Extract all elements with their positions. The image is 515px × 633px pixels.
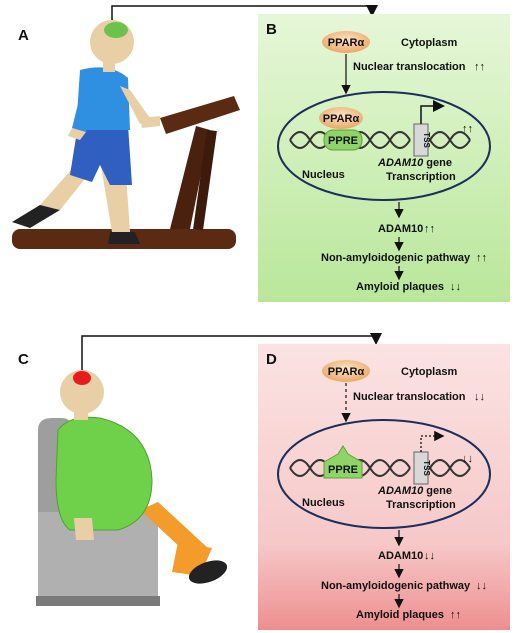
plaques-arrows: ↓↓ [450,281,461,293]
panel-c-label: C [18,351,29,368]
tss-label: TSS [422,132,431,148]
ppar-label-cytoplasm: PPARα [328,37,365,49]
nuclear-translocation-label: Nuclear translocation [353,61,466,73]
gene-name-d: ADAM10 [377,485,424,497]
ppar-protein-bound [319,107,363,129]
tss-label-d: TSS [422,460,431,476]
plaques-arrows-d: ↑↑ [450,609,461,621]
panel-b-background [258,14,510,302]
ppar-protein-cytoplasm [322,31,370,53]
tss-arrows-d: ↓↓ [462,453,473,465]
transcription-label-d: Transcription [386,499,456,511]
ppar-label-bound: PPARα [323,113,360,125]
panel-d: D PPARα Cytoplasm Nuclear translocation … [258,344,510,630]
runner-back-hand [68,128,86,140]
adam10-arrows: ↑↑ [424,223,435,235]
panel-b-label: B [266,21,277,38]
runner-shorts [70,125,132,185]
cytoplasm-label-d: Cytoplasm [401,366,457,378]
treadmill-console [160,96,240,134]
ppre-element-d [323,445,363,479]
ppre-label: PPRE [328,135,358,147]
nucleus-label: Nucleus [302,169,345,181]
nuclear-translocation-arrows: ↑↑ [474,61,485,73]
transcription-start-arrow [420,100,445,124]
runner-front-shoe [108,232,140,244]
runner-front-hand [140,116,160,128]
pathway-label-d: Non-amyloidogenic pathway [321,580,471,592]
gene-label: ADAM10 gene [377,157,452,169]
runner-back-arm [72,80,98,132]
gene-suffix-d: gene [423,485,452,497]
sofa-base [36,596,160,606]
ppre-label-d: PPRE [328,464,358,476]
connector-a-to-b [111,5,378,20]
person-head [60,370,104,414]
panel-a-label: A [18,27,29,44]
ppar-protein-cytoplasm-d [322,360,370,382]
adam10-arrows-d: ↓↓ [424,550,435,562]
transcription-start-arrow-d [420,430,445,452]
person-hand [74,518,94,540]
nucleus-membrane [277,91,491,201]
treadmill-post [170,126,210,229]
panel-d-label: D [266,351,277,368]
nucleus-label-d: Nucleus [302,497,345,509]
ppre-element [323,129,363,151]
pathway-label: Non-amyloidogenic pathway [321,252,471,264]
person-body [55,416,153,531]
nucleus-membrane-d [277,419,491,529]
panel-d-background [258,344,510,630]
person-arm [76,440,92,520]
runner-brain-spot [104,22,128,38]
adam10-label-d: ADAM10 [378,550,423,562]
treadmill-handle [193,129,217,231]
plaques-label: Amyloid plaques [356,281,444,293]
pathway-arrows-d: ↓↓ [476,580,487,592]
nuclear-translocation-arrows-d: ↓↓ [474,391,485,403]
panel-c: C [18,333,382,606]
person-brain-spot [73,371,91,385]
sedentary-person [55,370,228,584]
runner-back-shoe [12,205,60,228]
runner-front-arm [120,86,150,124]
ppar-label-cytoplasm-d: PPARα [328,366,365,378]
pathway-arrows: ↑↑ [476,252,487,264]
transcription-label: Transcription [386,171,456,183]
panel-a: A [12,5,378,249]
panel-b: B PPARα Cytoplasm Nuclear translocation … [258,14,510,302]
adam10-label: ADAM10 [378,223,423,235]
tss-arrows: ↑↑ [462,123,473,135]
connector-c-to-d [81,333,382,370]
gene-label-d: ADAM10 gene [377,485,452,497]
plaques-label-d: Amyloid plaques [356,609,444,621]
cytoplasm-label: Cytoplasm [401,37,457,49]
gene-name: ADAM10 [377,157,424,169]
runner [12,20,160,244]
gene-suffix: gene [423,157,452,169]
person-shoe [188,560,228,584]
nuclear-translocation-label-d: Nuclear translocation [353,391,466,403]
